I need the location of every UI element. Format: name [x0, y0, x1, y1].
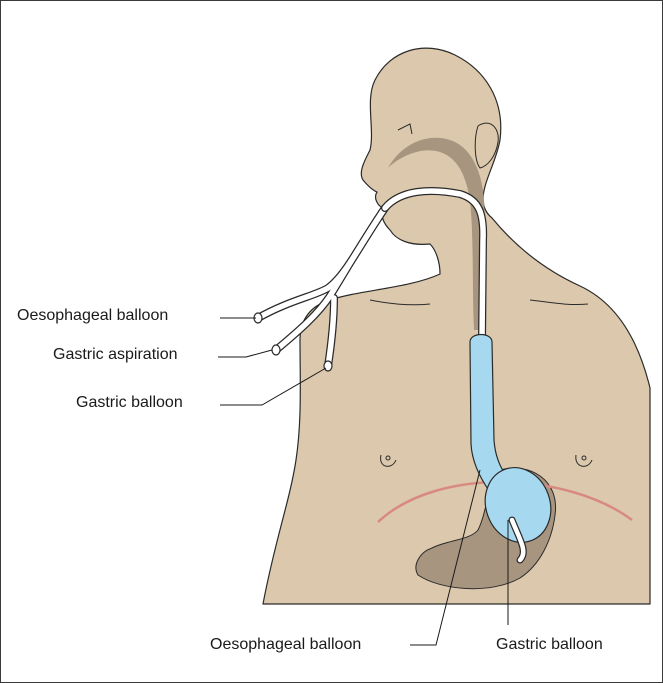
- label-gastric-balloon-bottom: Gastric balloon: [496, 636, 603, 654]
- leader-aspiration: [218, 350, 272, 357]
- body-silhouette: [263, 48, 650, 604]
- ear: [475, 123, 498, 168]
- label-gastric-aspiration: Gastric aspiration: [53, 346, 178, 364]
- label-oesophageal-balloon-left: Oesophageal balloon: [17, 307, 168, 325]
- tip-gastric: [324, 361, 332, 371]
- tip-aspiration: [272, 345, 280, 355]
- label-gastric-balloon-left: Gastric balloon: [76, 394, 183, 412]
- label-oesophageal-balloon-bottom: Oesophageal balloon: [210, 636, 361, 654]
